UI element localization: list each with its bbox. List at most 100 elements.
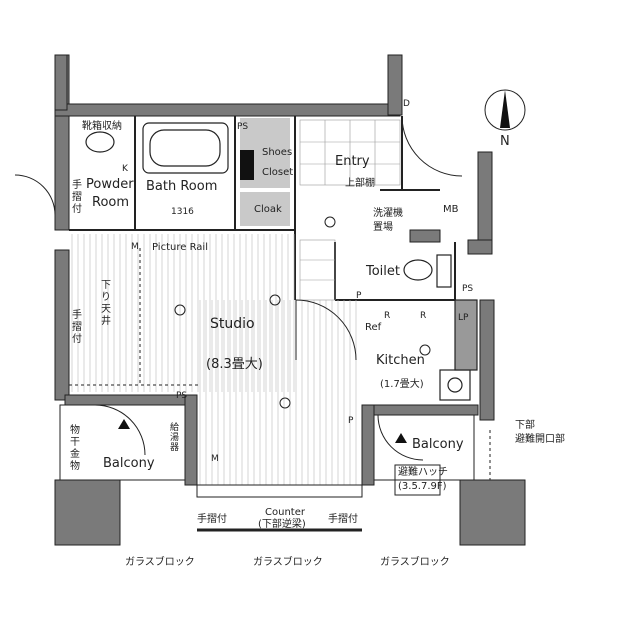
kitchen-size-label: (1.7畳大): [380, 377, 424, 390]
cloak-area: [240, 192, 290, 226]
escape-hatch-box: [394, 464, 441, 496]
p-marker-kitchen: P: [356, 291, 362, 301]
powder-room-label: Powder: [86, 177, 134, 192]
toilet-bowl: [403, 259, 433, 281]
r-marker-2: R: [420, 311, 426, 321]
shoes-closet-mirror: [240, 150, 254, 180]
markers: PS PS PS P K M M D R R LP P: [122, 99, 473, 464]
drying-hardware-3: 金: [70, 447, 80, 460]
water-heater-1: 給: [170, 421, 179, 433]
handrail-mid-2: 摺: [72, 320, 82, 333]
wash-basin: [85, 131, 115, 153]
handrail-top-2: 摺: [72, 190, 82, 203]
door-balcony-left: [94, 404, 146, 456]
studio-label: Studio: [210, 316, 255, 332]
handrail-mid-1: 手: [72, 308, 82, 321]
stove: [439, 369, 471, 401]
door-entry: [401, 115, 463, 177]
drying-hardware-1: 物: [70, 423, 80, 436]
shoes-closet-label: Shoes: [262, 147, 292, 158]
drop-ceiling-4: 井: [101, 314, 111, 327]
glass-block-left: ガラスブロック: [125, 555, 195, 568]
bathtub-inner: [149, 129, 221, 167]
column-bottom-left: [54, 479, 121, 546]
drop-ceiling-2: り: [101, 291, 111, 303]
bath-room-label: Bath Room: [146, 179, 217, 194]
ps-marker-top: PS: [237, 122, 248, 132]
wall-mb-bottom-right: [467, 239, 493, 255]
glass-block-right: ガラスブロック: [380, 555, 450, 568]
powder-room-label-2: Room: [92, 195, 129, 210]
handrail-bottom-right: 手摺付: [328, 512, 358, 525]
wall-balcony-left-top: [64, 394, 186, 406]
escape-hatch-label: 避難ハッチ: [398, 465, 448, 478]
door-balcony-right: [377, 414, 424, 461]
bath-size-label: 1316: [171, 207, 194, 217]
wall-top-left-column: [54, 54, 68, 111]
fixtures: [85, 122, 478, 401]
ps-marker-bottom: PS: [176, 391, 187, 401]
shoe-storage-label: 靴箱収納: [82, 119, 122, 132]
stove-burner: [447, 377, 463, 393]
entry-tiles: [299, 119, 401, 301]
wall-studio-left-lower: [184, 394, 198, 486]
escape-floors-label: (3.5.7.9F): [398, 481, 447, 492]
handrail-top-3: 付: [72, 202, 82, 215]
room-labels: 靴箱収納 Powder Room Bath Room 1316 Shoes Cl…: [82, 119, 565, 568]
upper-shelf-label: 上部棚: [345, 176, 375, 189]
drop-ceiling-1: 下: [101, 280, 111, 291]
k-marker: K: [122, 164, 129, 174]
m-marker-top: M: [131, 242, 139, 252]
wall-top: [54, 103, 401, 117]
balcony-right-label: Balcony: [412, 437, 464, 452]
bathtub: [142, 122, 229, 174]
ps-marker-right: PS: [462, 284, 473, 294]
d-marker: D: [403, 99, 410, 109]
counter-note-label: (下部逆梁): [258, 517, 306, 530]
shoes-closet-label-2: Closet: [262, 167, 293, 178]
lp-marker: LP: [458, 313, 469, 323]
door-powder: [14, 174, 56, 216]
wall-mb-right: [477, 151, 493, 243]
balcony-left-area: [59, 404, 186, 481]
toilet-label: Toilet: [365, 264, 400, 279]
entry-label: Entry: [335, 154, 370, 169]
washer-space-label: 洗濯機: [373, 206, 403, 219]
lower-escape-label: 下部: [515, 418, 535, 431]
cloak-label: Cloak: [254, 204, 282, 215]
p-marker: P: [348, 416, 354, 426]
compass-icon: N: [484, 89, 526, 149]
handrail-bottom-left: 手摺付: [197, 512, 227, 525]
studio-flooring: [71, 234, 357, 485]
toilet-tank: [436, 254, 452, 288]
m-marker-bottom: M: [211, 454, 219, 464]
water-heater-2: 湯: [170, 432, 179, 443]
wall-balcony-right-top: [367, 404, 479, 416]
handrail-top-1: 手: [72, 178, 82, 191]
lights: [174, 216, 431, 409]
studio-size-label: (8.3畳大): [206, 357, 263, 372]
r-marker-1: R: [384, 311, 390, 321]
picture-rail-label: Picture Rail: [152, 242, 208, 253]
water-heater-3: 器: [170, 442, 179, 453]
drying-hardware-4: 物: [70, 459, 80, 472]
glass-block-middle: ガラスブロック: [253, 555, 323, 568]
counter-label: Counter: [265, 507, 306, 518]
vertical-labels: 手 摺 付 手 摺 付 下 り 天 井 物 干 金 物 給 湯 器: [70, 178, 179, 472]
wall-studio-right-lower: [361, 404, 375, 486]
doors: [14, 115, 463, 461]
wall-right-kitchen: [479, 299, 495, 421]
dashed-lines: [69, 248, 491, 480]
kitchen-label: Kitchen: [376, 353, 425, 368]
compass-label: N: [500, 134, 510, 149]
balcony-right-area: [373, 414, 475, 481]
balcony-left-label: Balcony: [103, 456, 155, 471]
column-bottom-right: [459, 479, 526, 546]
mb-label: MB: [443, 204, 459, 215]
lower-escape-label-2: 避難開口部: [515, 432, 565, 445]
escape-arrow-left: [118, 419, 130, 429]
wall-top-right-column: [387, 54, 403, 116]
door-studio: [295, 299, 357, 361]
handrail-mid-3: 付: [72, 332, 82, 345]
